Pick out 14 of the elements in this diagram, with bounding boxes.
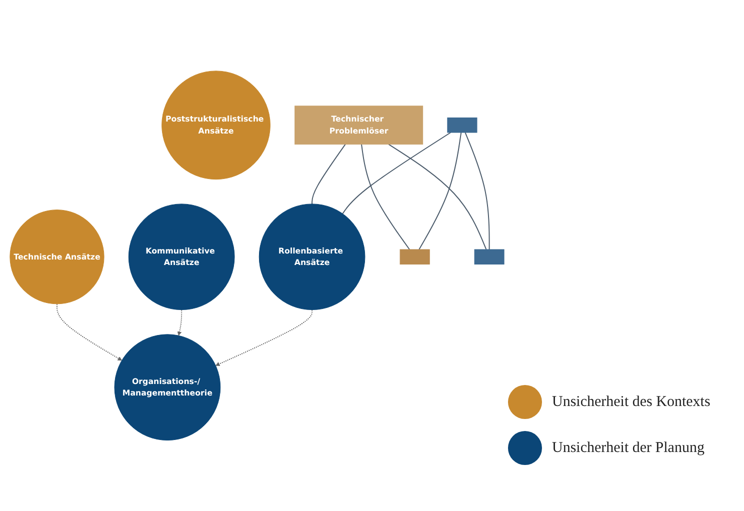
node-box <box>447 117 478 133</box>
connector <box>312 144 346 204</box>
legend-label: Unsicherheit des Kontexts <box>552 394 710 410</box>
node-box <box>400 249 430 264</box>
arrow <box>177 309 182 336</box>
legend-label: Unsicherheit der Planung <box>552 440 704 456</box>
arrow <box>215 309 313 366</box>
arrow <box>56 303 122 360</box>
node-box <box>474 249 504 264</box>
connector <box>342 132 452 214</box>
connector <box>464 132 490 250</box>
connector <box>388 144 487 250</box>
connector <box>418 132 462 250</box>
connector <box>361 144 410 250</box>
